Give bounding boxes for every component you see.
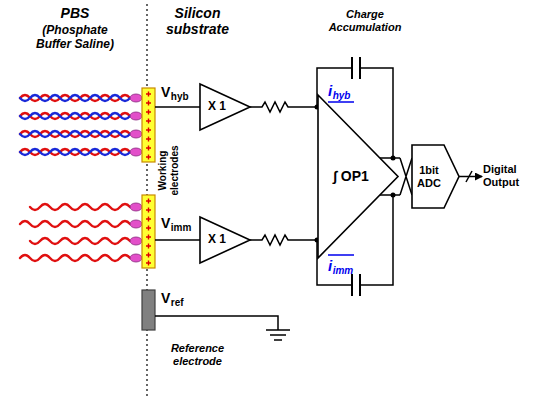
wire xyxy=(155,239,200,241)
linker xyxy=(130,130,142,138)
target-strand xyxy=(20,95,130,101)
linker xyxy=(130,148,142,156)
junction-dot xyxy=(391,156,396,161)
block-label: X 1 xyxy=(204,100,230,114)
electrode-label: Working electrodes xyxy=(157,131,180,211)
charge-signs xyxy=(146,92,151,266)
linker xyxy=(130,94,142,102)
current-name: i xyxy=(328,257,332,274)
linker-ovals xyxy=(130,94,142,262)
substrate-label: Silicon substrate xyxy=(155,5,240,37)
ground-symbol xyxy=(266,330,290,340)
linker xyxy=(130,112,142,120)
current-subscript: imm xyxy=(333,265,354,277)
wire xyxy=(155,316,278,330)
probe-strand xyxy=(20,113,130,119)
current-subscript: hyb xyxy=(333,90,351,102)
resistor-wire xyxy=(250,102,318,112)
integrator-opamp: ∫ OP1 xyxy=(318,95,400,258)
linker xyxy=(130,237,142,245)
probe-strand xyxy=(20,95,130,101)
target-strand xyxy=(20,149,130,155)
capacitor-symbol xyxy=(352,274,360,296)
output-arrow xyxy=(459,176,482,178)
signal-name: V xyxy=(161,215,170,231)
dna-strands xyxy=(20,95,130,261)
output-label: Digital Output xyxy=(483,163,545,188)
integrator-opamp-shape xyxy=(318,95,398,258)
electrode-label: Reference electrode xyxy=(155,342,240,367)
current-name: i xyxy=(328,82,332,99)
buffer-amplifier-shape xyxy=(200,84,250,130)
signal-subscript: imm xyxy=(171,222,192,234)
block-label: X 1 xyxy=(204,233,230,247)
block-label: ∫ OP1 xyxy=(324,168,378,184)
medium-label: (Phosphate Buffer Saline) xyxy=(25,24,125,52)
adc-block-shape xyxy=(412,145,459,208)
probe-strand xyxy=(20,131,130,137)
adc-block: 1bit ADC xyxy=(412,145,460,208)
target-strand xyxy=(20,113,130,119)
probe-strand xyxy=(20,149,130,155)
wire xyxy=(155,106,200,108)
reference-electrode xyxy=(142,290,155,330)
signal-wire xyxy=(400,158,412,195)
signal-name: V xyxy=(161,290,170,306)
buffer-amplifier: X 1 xyxy=(200,217,250,263)
resistor-wire xyxy=(250,235,318,245)
medium-label: PBS xyxy=(25,5,125,21)
probe-strand xyxy=(20,255,130,261)
signal-name: V xyxy=(161,84,170,100)
linker xyxy=(130,203,142,211)
buffer-amplifier: X 1 xyxy=(200,84,250,130)
section-label: Charge Accumulation xyxy=(322,8,408,33)
linker xyxy=(130,220,142,228)
buffer-amplifier-shape xyxy=(200,217,250,263)
probe-strand xyxy=(20,221,130,227)
probe-strand xyxy=(30,238,130,244)
signal-subscript: hyb xyxy=(171,91,189,103)
block-label: 1bit ADC xyxy=(413,164,445,189)
wires xyxy=(155,57,482,340)
bus-slash xyxy=(466,171,472,182)
signal-subscript: ref xyxy=(171,297,184,309)
working-electrode xyxy=(142,88,155,162)
target-strand xyxy=(20,131,130,137)
linker xyxy=(130,254,142,262)
probe-strand xyxy=(30,204,130,210)
junction-dot xyxy=(391,193,396,198)
capacitor-symbol xyxy=(352,57,360,79)
